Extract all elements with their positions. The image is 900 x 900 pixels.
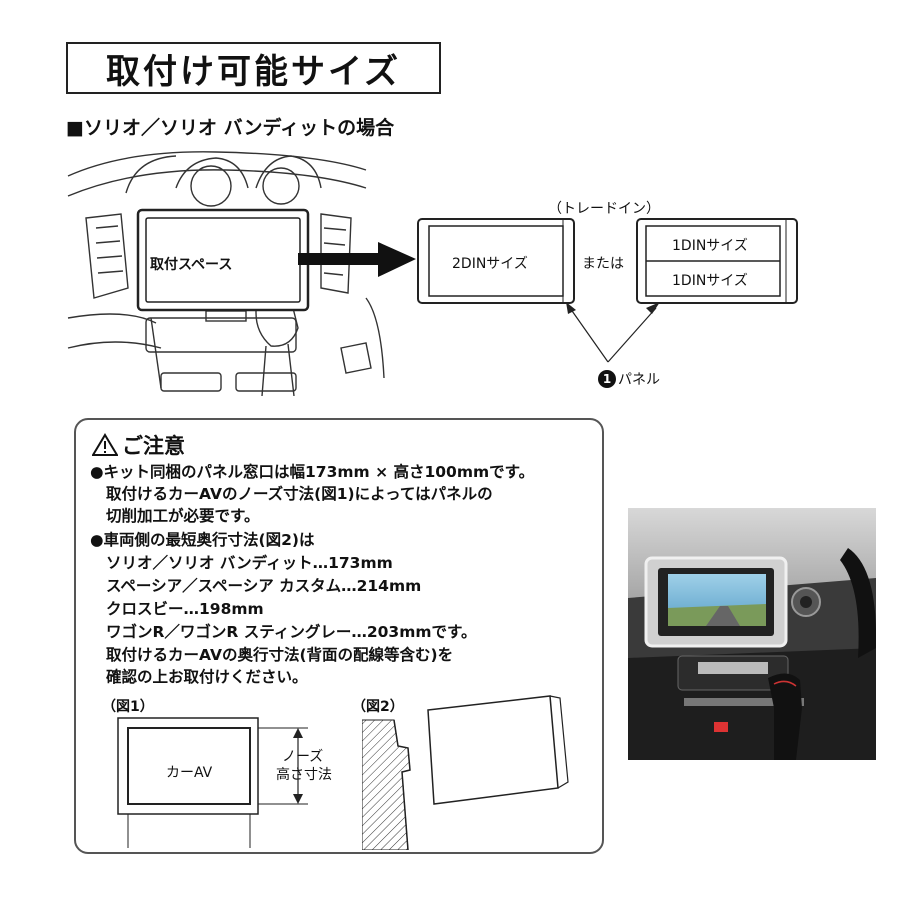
din1-bottom-label: 1DINサイズ bbox=[672, 273, 748, 289]
trade-in-label: （トレードイン） bbox=[548, 201, 660, 217]
panel-label: パネル bbox=[618, 372, 660, 388]
page-title: 取付け可能サイズ bbox=[106, 51, 401, 92]
panel-number-badge: 1 bbox=[598, 370, 616, 388]
warning-icon bbox=[92, 433, 118, 456]
din2-label: 2DINサイズ bbox=[452, 256, 528, 272]
caution-line-10: 確認の上お取付けください。 bbox=[106, 668, 308, 686]
caution-line-6: スペーシア／スペーシア カスタム…214mm bbox=[106, 577, 422, 595]
caution-line-2: 取付けるカーAVのノーズ寸法(図1)によってはパネルの bbox=[106, 485, 493, 503]
caution-line-1: ●キット同梱のパネル窓口は幅173mm × 高さ100mmです。 bbox=[90, 463, 535, 481]
dashboard-illustration bbox=[67, 151, 385, 396]
title-box: 取付け可能サイズ bbox=[66, 42, 441, 94]
or-label: または bbox=[582, 256, 624, 272]
din1-top-label: 1DINサイズ bbox=[672, 238, 748, 254]
caution-line-9: 取付けるカーAVの奥行寸法(背面の配線等含む)を bbox=[106, 646, 454, 664]
fig1-diagram bbox=[117, 717, 308, 848]
mount-space-label: 取付スペース bbox=[150, 257, 233, 273]
right-arrow-icon bbox=[298, 242, 416, 277]
caution-line-3: 切削加工が必要です。 bbox=[106, 507, 260, 525]
fig1-unit-label: カーAV bbox=[166, 765, 213, 781]
caution-heading: ご注意 bbox=[92, 430, 185, 460]
fig1-caption: （図1） bbox=[102, 699, 154, 715]
fig2-caption: （図2） bbox=[352, 699, 404, 715]
fig1-nose-label-1: ノーズ bbox=[282, 749, 324, 765]
caution-heading-text: ご注意 bbox=[122, 434, 185, 458]
subtitle: ■ソリオ／ソリオ バンディットの場合 bbox=[66, 117, 395, 139]
caution-line-8: ワゴンR／ワゴンR スティングレー…203mmです。 bbox=[106, 623, 477, 641]
panel-1din bbox=[636, 218, 798, 304]
installed-unit-photo bbox=[628, 508, 876, 760]
caution-line-5: ソリオ／ソリオ バンディット…173mm bbox=[106, 554, 393, 572]
caution-line-4: ●車両側の最短奥行寸法(図2)は bbox=[90, 531, 315, 549]
caution-box bbox=[74, 418, 604, 854]
panel-pointer-lines bbox=[566, 302, 660, 363]
fig2-diagram bbox=[362, 695, 569, 850]
fig1-nose-label-2: 高さ寸法 bbox=[276, 767, 332, 783]
panel-callout: 1 パネル bbox=[598, 369, 660, 389]
caution-line-7: クロスビー…198mm bbox=[106, 600, 264, 618]
panel-2din bbox=[417, 218, 575, 304]
